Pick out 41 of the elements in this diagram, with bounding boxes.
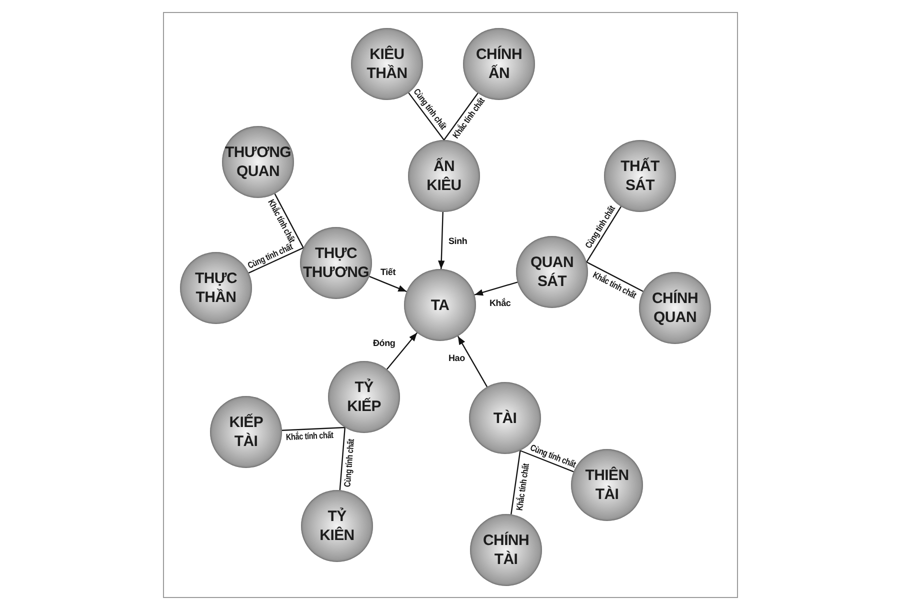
edge-label: Khắc (488, 298, 512, 308)
edge-label: Cùng tính chất (342, 438, 356, 488)
connector-line (248, 247, 304, 274)
node-label: THẤT SÁT (620, 157, 660, 195)
node-label: TỶ KIẾP (347, 378, 381, 416)
connector-line (274, 194, 304, 248)
node-label: TA (430, 296, 450, 314)
node-label: THỰC THẦN (194, 269, 238, 307)
arrow (457, 336, 488, 388)
node-label: THIÊN TÀI (585, 466, 629, 504)
edge-label: Đóng (372, 338, 396, 348)
connector-line (586, 262, 644, 292)
connector-line (510, 450, 521, 514)
edge-label: Khắc tính chất (591, 268, 640, 300)
arrow (474, 282, 518, 296)
edge-label: Tiết (380, 267, 397, 277)
edge-label: Sinh (448, 236, 468, 246)
node-label: THỰC THƯƠNG (303, 244, 369, 282)
node-label: QUAN SÁT (530, 253, 574, 291)
node-label: CHÍNH QUAN (652, 289, 698, 327)
connector-line (339, 427, 346, 490)
node-label: KIẾP TÀI (229, 413, 263, 451)
edge-label: Khắc tính chất (265, 196, 298, 244)
node-label: ẤN KIÊU (426, 157, 462, 195)
edge-label: Hao (448, 352, 466, 362)
connector-line (282, 426, 345, 431)
edge-label: Khắc tính chất (514, 462, 531, 512)
node-label: CHÍNH TÀI (483, 531, 529, 569)
arrow (369, 276, 407, 292)
edge-label: Cùng tính chất (528, 442, 578, 470)
node-label: TỶ KIÊN (320, 507, 354, 545)
connector-line (444, 92, 478, 140)
edge-label: Khắc tính chất (285, 430, 335, 442)
node-label: TÀI (493, 408, 517, 428)
connector-line (586, 206, 622, 262)
node-label: THƯƠNG QUAN (225, 143, 291, 181)
arrow (438, 212, 445, 270)
connector-line (408, 92, 444, 140)
node-label: CHÍNH ẤN (476, 45, 522, 83)
node-label: KIÊU THẦN (366, 45, 408, 83)
arrow (386, 332, 418, 370)
